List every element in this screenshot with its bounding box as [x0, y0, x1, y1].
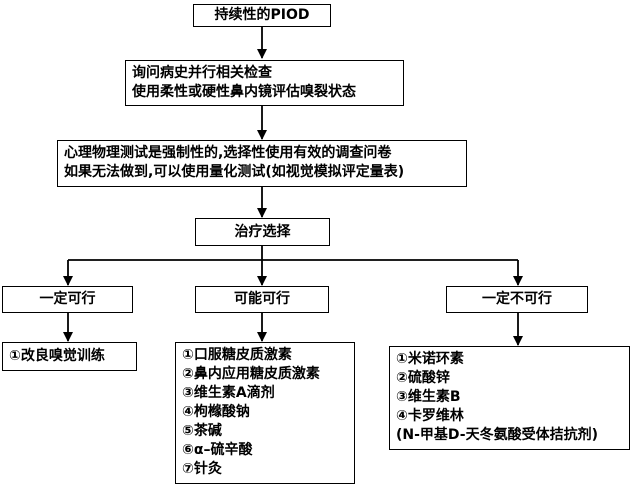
not-feasible-items-box: ①米诺环素 ②硫酸锌 ③维生素B ④卡罗维林 (N-甲基D-天冬氨酸受体拮抗剂) [389, 346, 630, 450]
list-item: ③维生素B [396, 389, 461, 405]
history-line-1: 询问病史并行相关检查 [132, 65, 272, 81]
branch-not-feasible-label: 一定不可行 [482, 291, 552, 307]
list-item: ④枸橼酸钠 [182, 404, 250, 420]
list-item: ①口服糖皮质激素 [182, 347, 292, 363]
list-item: (N-甲基D-天冬氨酸受体拮抗剂) [396, 427, 599, 443]
list-item: ②鼻内应用糖皮质激素 [182, 366, 320, 382]
possible-items-box: ①口服糖皮质激素 ②鼻内应用糖皮质激素 ③维生素A滴剂 ④枸橼酸钠 ⑤茶碱 ⑥α… [175, 342, 355, 484]
start-label: 持续性的PIOD [214, 7, 310, 23]
treatment-box: 治疗选择 [195, 218, 330, 246]
branch-definite-box: 一定可行 [2, 286, 133, 313]
testing-line-1: 心理物理测试是强制性的,选择性使用有效的调查问卷 [64, 145, 392, 161]
list-item: ①米诺环素 [396, 351, 464, 367]
list-item: ①改良嗅觉训练 [9, 348, 105, 364]
testing-line-2: 如果无法做到,可以使用量化测试(如视觉模拟评定量表) [64, 164, 405, 180]
list-item: ⑦针灸 [182, 461, 222, 477]
branch-not-feasible-box: 一定不可行 [446, 286, 588, 313]
branch-possible-box: 可能可行 [195, 286, 329, 313]
testing-box: 心理物理测试是强制性的,选择性使用有效的调查问卷 如果无法做到,可以使用量化测试… [57, 140, 467, 187]
definite-items-box: ①改良嗅觉训练 [2, 342, 137, 371]
start-box: 持续性的PIOD [193, 4, 331, 27]
list-item: ③维生素A滴剂 [182, 385, 275, 401]
history-box: 询问病史并行相关检查 使用柔性或硬性鼻内镜评估嗅裂状态 [125, 60, 404, 106]
history-line-2: 使用柔性或硬性鼻内镜评估嗅裂状态 [132, 84, 356, 100]
list-item: ②硫酸锌 [396, 370, 450, 386]
treatment-label: 治疗选择 [234, 223, 291, 240]
list-item: ④卡罗维林 [396, 408, 464, 424]
branch-possible-label: 可能可行 [234, 291, 290, 307]
branch-definite-label: 一定可行 [39, 291, 96, 307]
list-item: ⑤茶碱 [182, 423, 222, 439]
list-item: ⑥α–硫辛酸 [182, 442, 253, 458]
